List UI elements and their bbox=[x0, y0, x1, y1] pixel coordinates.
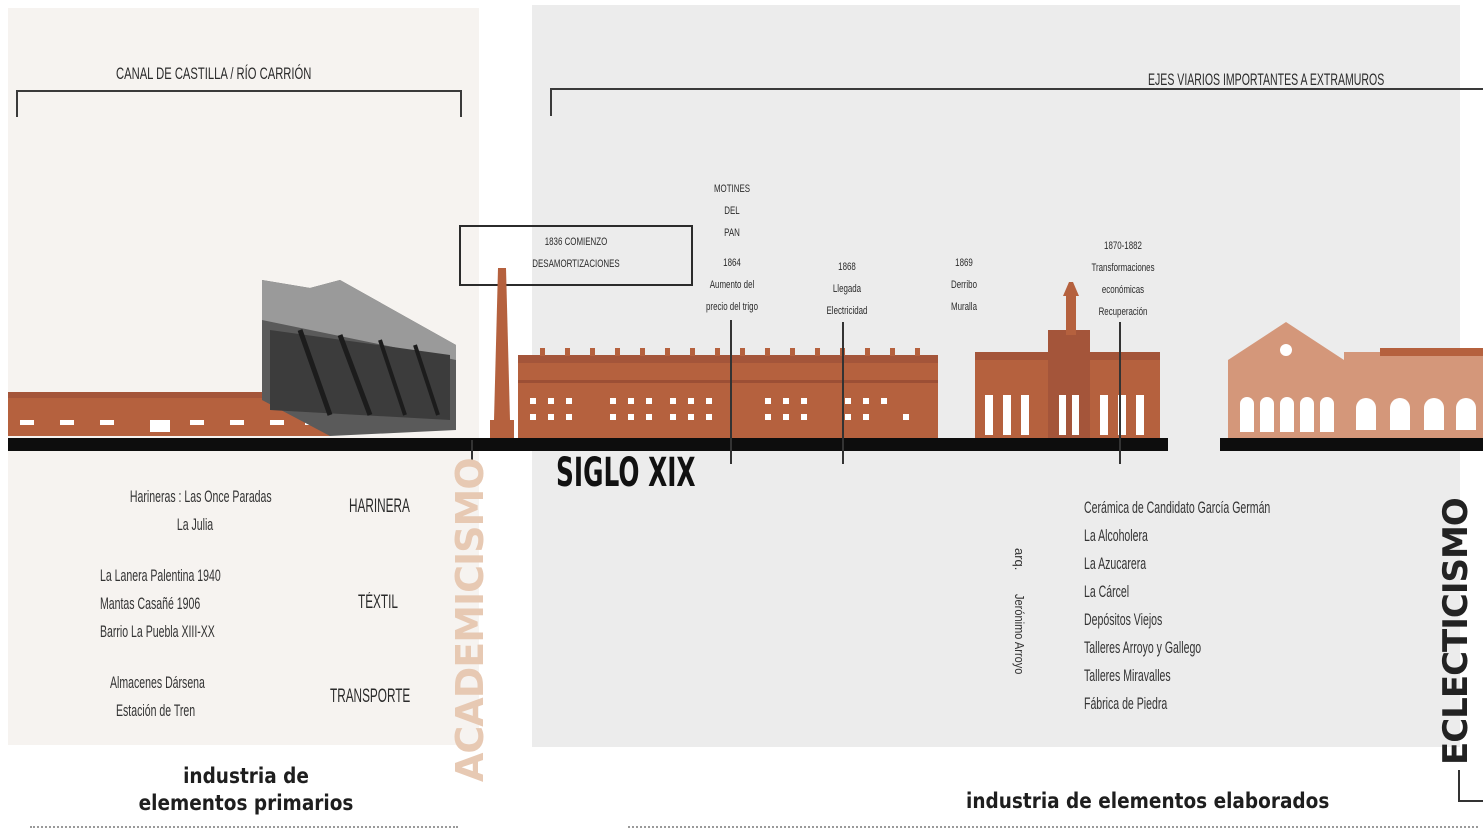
timeline-title: SIGLO XIX bbox=[556, 450, 696, 496]
left-row-line: Estación de Tren bbox=[116, 701, 196, 720]
transformaciones-line: Recuperación bbox=[1098, 306, 1148, 318]
ejes-bracket bbox=[550, 88, 1483, 116]
desamortizaciones-box: 1836 COMIENZO DESAMORTIZACIONES bbox=[459, 225, 693, 286]
transformaciones-line: Transformaciones bbox=[1091, 262, 1155, 274]
chimney bbox=[490, 268, 514, 438]
motines-line: MOTINES bbox=[713, 183, 751, 195]
list-item: Talleres Miravalles bbox=[1084, 666, 1171, 685]
list-item: Cerámica de Candidato García Germán bbox=[1084, 498, 1271, 517]
architect-title: arq. bbox=[1012, 548, 1027, 571]
muralla-label: 1869 Derribo Muralla bbox=[927, 252, 1001, 318]
eclectic-building bbox=[1228, 322, 1483, 438]
left-row-line: La Julia bbox=[176, 515, 214, 534]
architect-name: Jerónimo Arroyo bbox=[1012, 594, 1027, 675]
buildings-illustration bbox=[8, 268, 1483, 464]
left-row-line: Almacenes Dársena bbox=[110, 673, 205, 692]
list-item: La Cárcel bbox=[1084, 582, 1130, 601]
list-item: Talleres Arroyo y Gallego bbox=[1084, 638, 1202, 657]
primarios-divider bbox=[30, 826, 458, 828]
category-transporte: TRANSPORTE bbox=[330, 686, 411, 707]
long-factory bbox=[518, 348, 938, 438]
left-row-line: Barrio La Puebla XIII-XX bbox=[100, 622, 215, 641]
primarios-title-line: elementos primarios bbox=[138, 791, 354, 815]
motines-line: Aumento del bbox=[709, 279, 755, 291]
list-item: La Azucarera bbox=[1084, 554, 1147, 573]
architect-credit: arq. Jerónimo Arroyo bbox=[1012, 548, 1048, 718]
left-row: La Lanera Palentina 1940 Mantas Casañé 1… bbox=[100, 562, 295, 646]
category-harinera: HARINERA bbox=[349, 496, 410, 517]
left-row-line: Harineras : Las Once Paradas bbox=[129, 487, 272, 506]
canal-label: CANAL DE CASTILLA / RÍO CARRIÓN bbox=[116, 64, 312, 83]
eclecticismo-bracket bbox=[1458, 770, 1483, 802]
motines-line: DEL bbox=[724, 205, 740, 217]
right-list: Cerámica de Candidato García Germán La A… bbox=[1084, 494, 1384, 718]
elaborados-title: industria de elementos elaborados bbox=[966, 789, 1330, 813]
electricidad-line: Electricidad bbox=[826, 305, 868, 317]
transformaciones-line: económicas bbox=[1101, 284, 1145, 296]
timeline-bar bbox=[8, 438, 1168, 451]
transformaciones-label: 1870-1882 Transformaciones económicas Re… bbox=[1065, 235, 1181, 323]
primarios-title: industria de elementos primarios bbox=[96, 763, 396, 817]
desamortizaciones-year: 1836 COMIENZO bbox=[544, 236, 608, 248]
electricidad-year: 1868 bbox=[838, 261, 856, 273]
ejes-label: EJES VIARIOS IMPORTANTES A EXTRAMUROS bbox=[1148, 70, 1385, 89]
timeline-bar bbox=[1220, 438, 1483, 451]
motines-line: PAN bbox=[724, 227, 740, 239]
list-item: Fábrica de Piedra bbox=[1084, 694, 1168, 713]
canal-bracket bbox=[16, 90, 462, 117]
category-textil: TÉXTIL bbox=[358, 592, 398, 613]
list-item: Depósitos Viejos bbox=[1084, 610, 1163, 629]
motines-label: MOTINES DEL PAN 1864 Aumento del precio … bbox=[680, 178, 784, 318]
left-row: Harineras : Las Once Paradas La Julia bbox=[90, 483, 300, 539]
electricidad-label: 1868 Llegada Electricidad bbox=[805, 256, 889, 322]
left-row-line: La Lanera Palentina 1940 bbox=[100, 566, 221, 585]
left-row: Almacenes Dársena Estación de Tren bbox=[110, 669, 263, 725]
desamortizaciones-text: DESAMORTIZACIONES bbox=[532, 258, 620, 270]
muralla-line: Muralla bbox=[951, 301, 977, 313]
muralla-year: 1869 bbox=[955, 257, 973, 269]
electricidad-line: Llegada bbox=[832, 283, 862, 295]
elaborados-divider bbox=[628, 826, 1478, 828]
motines-line: precio del trigo bbox=[706, 301, 758, 313]
eclecticismo-label: ECLECTICISMO bbox=[1436, 498, 1476, 765]
list-item: La Alcoholera bbox=[1084, 526, 1148, 545]
muralla-line: Derribo bbox=[951, 279, 977, 291]
mill-photo bbox=[262, 280, 456, 436]
primarios-title-line: industria de bbox=[183, 764, 309, 788]
transformaciones-year: 1870-1882 bbox=[1104, 240, 1142, 252]
left-row-line: Mantas Casañé 1906 bbox=[100, 594, 201, 613]
motines-year: 1864 bbox=[723, 257, 741, 269]
academicismo-label: ACADEMICISMO bbox=[448, 458, 492, 782]
tower-factory bbox=[975, 282, 1160, 438]
